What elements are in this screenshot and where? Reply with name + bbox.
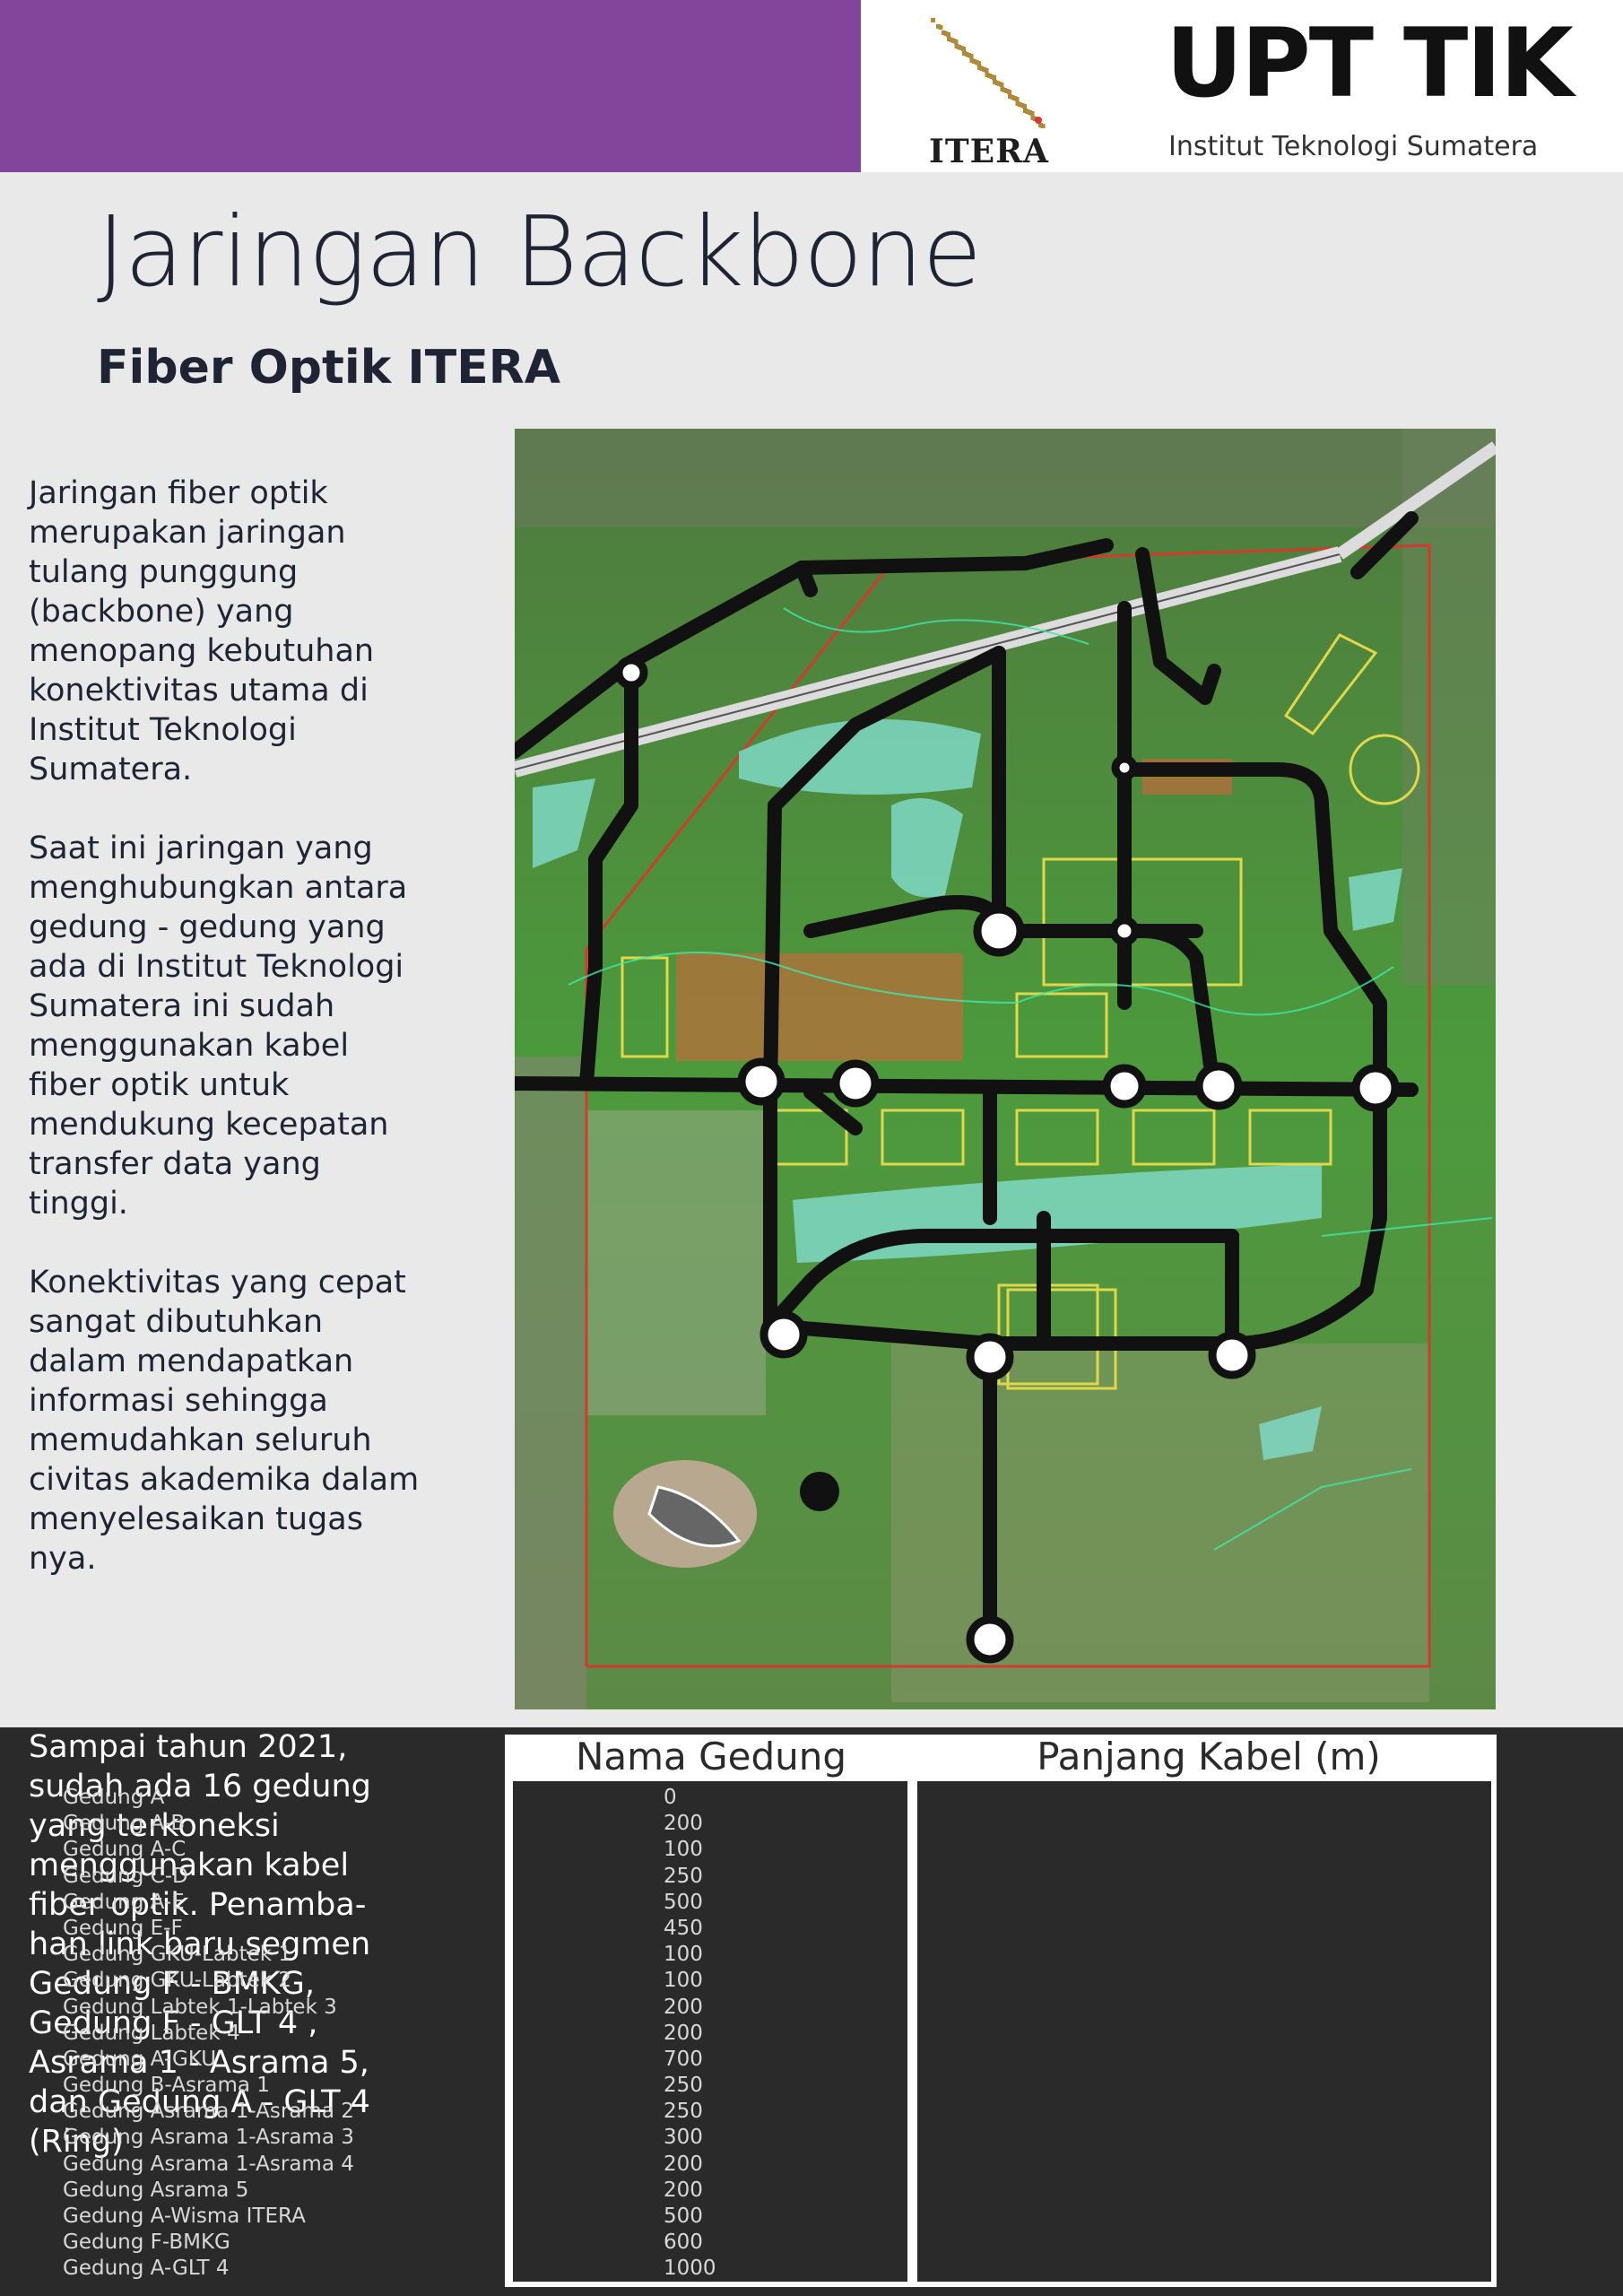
table-cell-building: Gedung E-F bbox=[63, 1916, 183, 1940]
length-column bbox=[917, 1781, 1491, 2282]
intro-text: Jaringan fiber optik merupakan jaringan … bbox=[29, 474, 423, 1618]
table-cell-length: 250 bbox=[664, 2074, 703, 2098]
column-header-length: Panjang Kabel (m) bbox=[1037, 1735, 1381, 1779]
table-cell-length: 0 bbox=[664, 1786, 677, 1809]
table-cell-length: 450 bbox=[664, 1916, 703, 1940]
table-cell-length: 700 bbox=[664, 2047, 703, 2071]
table-cell-building: Gedung GKU-Labtek 1 bbox=[63, 1943, 291, 1967]
org-name: UPT TIK bbox=[1166, 8, 1574, 118]
table-cell-length: 200 bbox=[664, 2152, 703, 2176]
paragraph: Saat ini jaringan yang menghubungkan ant… bbox=[29, 831, 408, 1222]
table-cell-building: Gedung Asrama 1-Asrama 3 bbox=[63, 2126, 354, 2150]
table-cell-building: Gedung Labtek 4 bbox=[63, 2021, 240, 2045]
table-cell-building: Gedung GKU-Labtek 2 bbox=[63, 1969, 291, 1993]
table-cell-length: 200 bbox=[664, 2178, 703, 2202]
table-cell-building: Gedung A-B bbox=[63, 1812, 186, 1836]
table-cell-building: Gedung A-C bbox=[63, 1838, 187, 1862]
table-cell-building: Gedung A bbox=[63, 1786, 165, 1809]
page-title: Jaringan Backbone bbox=[97, 196, 982, 309]
table-cell-length: 600 bbox=[664, 2231, 703, 2255]
table-cell-length: 250 bbox=[664, 2100, 703, 2124]
table-cell-building: Gedung F-BMKG bbox=[63, 2231, 230, 2255]
table-cell-building: Gedung A-GLT 4 bbox=[63, 2257, 230, 2281]
header-logo-area bbox=[861, 0, 1623, 172]
cable-length-table: Nama Gedung Panjang Kabel (m) bbox=[505, 1735, 1497, 2287]
table-cell-length: 1000 bbox=[664, 2257, 716, 2281]
table-cell-building: Gedung A-E bbox=[63, 1890, 185, 1914]
table-cell-length: 250 bbox=[664, 1864, 703, 1888]
table-cell-building: Gedung Asrama 1-Asrama 4 bbox=[63, 2152, 354, 2176]
campus-backbone-map bbox=[515, 429, 1496, 1709]
table-cell-length: 300 bbox=[664, 2126, 703, 2150]
table-cell-length: 200 bbox=[664, 1995, 703, 2019]
table-cell-building: Gedung A-Wisma ITERA bbox=[63, 2205, 306, 2228]
table-cell-building: Gedung C-D bbox=[63, 1864, 188, 1888]
table-cell-length: 200 bbox=[664, 2021, 703, 2045]
itera-logo-icon bbox=[931, 18, 1046, 128]
paragraph: Konektivitas yang cepat sangat dibutuhka… bbox=[29, 1265, 420, 1577]
table-cell-building: Gedung Asrama 1-Asrama 2 bbox=[63, 2100, 354, 2124]
building-column bbox=[513, 1781, 907, 2282]
table-cell-length: 100 bbox=[664, 1838, 703, 1862]
table-cell-length: 100 bbox=[664, 1943, 703, 1967]
paragraph: Jaringan fiber optik merupakan jaringan … bbox=[29, 475, 375, 787]
table-cell-building: Gedung A-GKU bbox=[63, 2047, 217, 2071]
org-subtitle: Institut Teknologi Sumatera bbox=[1168, 131, 1539, 162]
column-header-building: Nama Gedung bbox=[575, 1735, 847, 1779]
summary-text: Sampai tahun 2021, sudah ada 16 gedung y… bbox=[29, 1729, 371, 2160]
table-cell-building: Gedung Asrama 5 bbox=[63, 2178, 249, 2202]
table-cell-length: 500 bbox=[664, 1890, 703, 1914]
table-cell-length: 200 bbox=[664, 1812, 703, 1836]
table-cell-length: 500 bbox=[664, 2205, 703, 2228]
page-subtitle: Fiber Optik ITERA bbox=[97, 341, 561, 395]
header-band bbox=[0, 0, 861, 172]
logo-text: ITERA bbox=[929, 133, 1049, 170]
table-cell-building: Gedung B-Asrama 1 bbox=[63, 2074, 270, 2098]
table-cell-length: 100 bbox=[664, 1969, 703, 1993]
table-cell-building: Gedung Labtek 1-Labtek 3 bbox=[63, 1995, 337, 2019]
